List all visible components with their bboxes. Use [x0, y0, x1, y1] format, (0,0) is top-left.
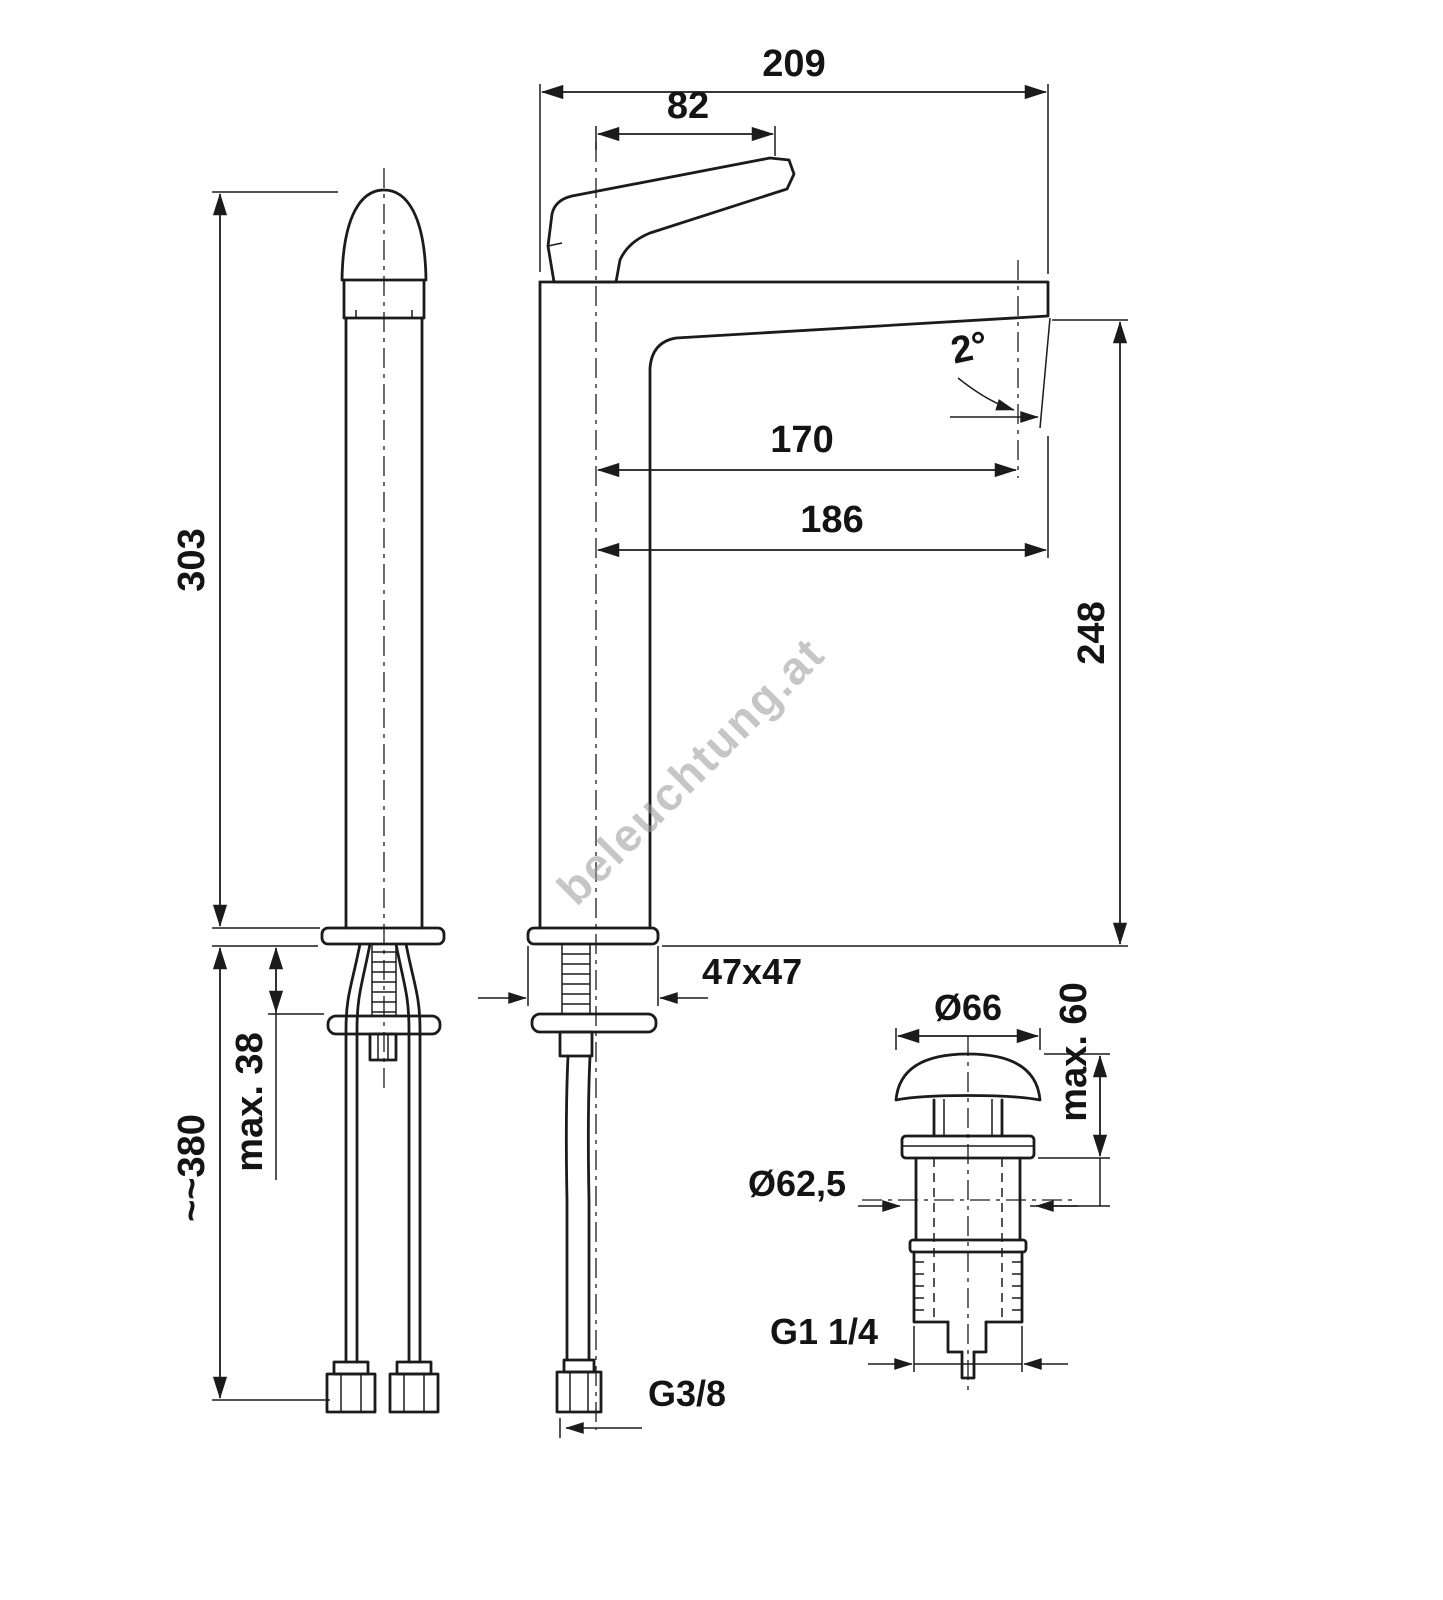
- watermark: beleuchtung.at: [547, 627, 835, 915]
- right-hose-collar: [395, 1360, 433, 1376]
- knob-collar: [342, 278, 426, 320]
- side-view-dimensions: 303 ~~380 max. 38: [171, 191, 338, 1401]
- front-view: [526, 142, 1051, 1430]
- left-hose: [344, 942, 372, 1364]
- spout-tip-face: [1039, 317, 1051, 429]
- drain-hidden-bore: [933, 1158, 1003, 1318]
- front-mounting-plate: [530, 1012, 658, 1034]
- dim-hose-length: ~~380: [171, 1114, 213, 1222]
- mounting-nut: [368, 1032, 398, 1062]
- dim-body-height: 303: [171, 528, 213, 591]
- ext-max60-lower: [1030, 1158, 1110, 1207]
- front-threaded-stud: [561, 944, 591, 1014]
- drain-stub: [946, 1320, 988, 1354]
- drain-plug-stem: [932, 1098, 1004, 1138]
- mounting-nut-facets: [377, 1034, 389, 1060]
- knob-dome: [340, 188, 428, 282]
- handle-lever: [546, 156, 796, 284]
- dim-total-width: 209: [762, 43, 825, 85]
- right-hose-nut: [388, 1372, 440, 1414]
- angle-leader-arc: [957, 377, 1015, 411]
- right-hose-nut-facets: [403, 1374, 425, 1412]
- dim-drain-flange-diameter: Ø62,5: [748, 1163, 846, 1204]
- dim-drain-thread: G1 1/4: [770, 1311, 878, 1352]
- front-mounting-nut: [558, 1030, 594, 1058]
- front-hose-collar: [562, 1358, 596, 1374]
- dim-reach-aerator: 170: [770, 419, 833, 461]
- spout-outline: [538, 280, 1050, 930]
- right-hose: [394, 942, 422, 1364]
- dim-drain-cap-diameter: Ø66: [934, 987, 1002, 1028]
- drain-threaded-body: [912, 1250, 1024, 1324]
- left-hose-nut-facets: [340, 1374, 362, 1412]
- front-base-flange: [526, 926, 660, 946]
- front-hose-nut: [555, 1370, 603, 1414]
- dim-spout-height: 248: [1071, 601, 1113, 664]
- drain-flange: [900, 1134, 1036, 1160]
- front-view-dimensions: 209 82 2° 170 186 248 47x47 G3/8: [478, 43, 1128, 1438]
- dim-base-section: 47x47: [702, 951, 802, 992]
- side-base-flange: [320, 926, 446, 946]
- drain-dimensions: Ø66 max. 60 Ø62,5 G1 1/4: [748, 982, 1110, 1372]
- drain-view: [862, 1036, 1074, 1392]
- drain-cap: [894, 1052, 1042, 1102]
- collar-notches: [355, 310, 413, 318]
- side-threaded-stud: [371, 944, 397, 1016]
- side-view: [320, 168, 446, 1414]
- handle-pivot-line: [547, 242, 563, 247]
- dim-spout-angle: 2°: [947, 324, 991, 373]
- left-hose-collar: [332, 1360, 370, 1376]
- drain-body: [914, 1156, 1022, 1242]
- front-hose: [564, 1054, 592, 1362]
- dim-reach-tip: 186: [800, 499, 863, 541]
- dim-max-deck-thickness: max. 38: [229, 1032, 271, 1171]
- drain-ridge: [908, 1238, 1028, 1254]
- front-hose-nut-facets: [569, 1372, 589, 1412]
- dim-handle-length: 82: [667, 85, 709, 127]
- dim-drain-max-height: max. 60: [1053, 982, 1095, 1121]
- drain-thread-ticks: [914, 1261, 1022, 1311]
- drain-plug-stem-inner: [943, 1099, 993, 1136]
- dim-supply-thread: G3/8: [648, 1373, 726, 1414]
- side-body: [344, 316, 424, 930]
- left-hose-nut: [325, 1372, 377, 1414]
- drain-pin: [960, 1350, 976, 1380]
